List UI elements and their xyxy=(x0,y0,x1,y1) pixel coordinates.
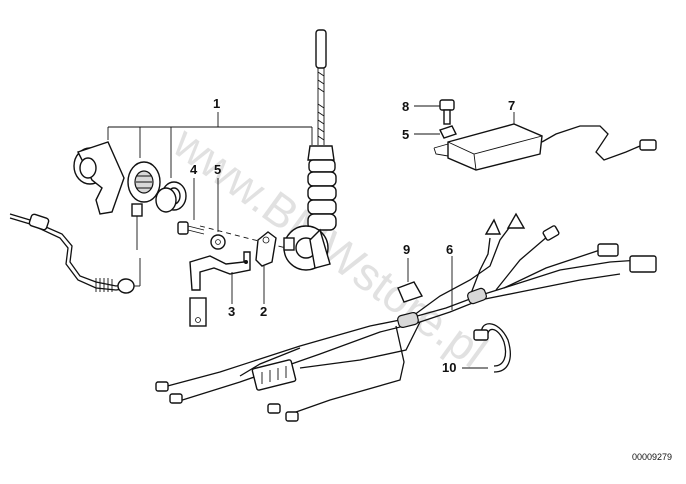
callout-5-amplifier: 5 xyxy=(402,127,409,142)
callout-2: 2 xyxy=(260,304,267,319)
ground-bracket-3 xyxy=(189,251,251,327)
clip-9 xyxy=(397,258,424,303)
ground-clip-2 xyxy=(255,231,277,304)
antenna-amplifier-7 xyxy=(433,112,657,171)
callout-1: 1 xyxy=(213,96,220,111)
washer-5 xyxy=(210,178,226,250)
callout-9: 9 xyxy=(403,242,410,257)
antenna-mast xyxy=(283,29,337,271)
rubber-boot xyxy=(73,141,125,215)
screw-4 xyxy=(177,178,205,235)
callout-3: 3 xyxy=(228,304,235,319)
callout-10: 10 xyxy=(442,360,456,375)
bolt-8 xyxy=(414,99,455,125)
callout-7: 7 xyxy=(508,98,515,113)
wiring-harness-6 xyxy=(155,212,657,422)
callout-5-washer: 5 xyxy=(214,162,221,177)
callout-4: 4 xyxy=(190,162,198,177)
washer-5-amplifier xyxy=(414,125,457,139)
callout-1-leaders xyxy=(107,112,313,178)
grommet xyxy=(127,161,161,250)
callout-8: 8 xyxy=(402,99,409,114)
mounting-nut xyxy=(155,181,187,213)
callout-6: 6 xyxy=(446,242,453,257)
antenna-cable xyxy=(9,213,141,294)
diagram-code: 00009279 xyxy=(632,452,672,462)
cable-tie-10 xyxy=(462,323,511,373)
